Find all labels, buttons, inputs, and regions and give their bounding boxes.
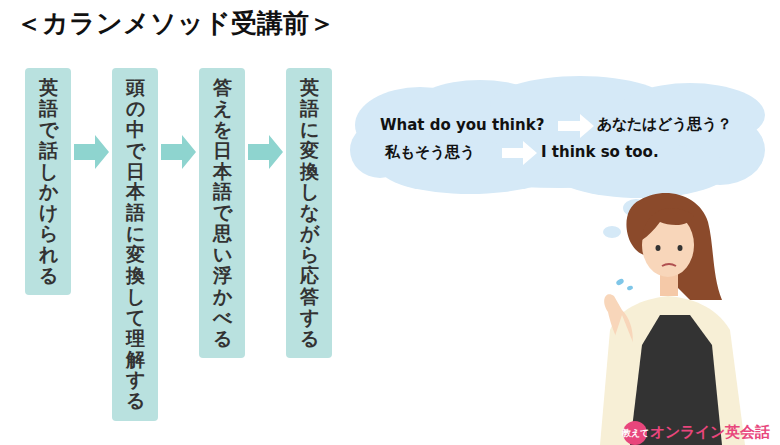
process-box: 頭の中で日本語に変換して理解する xyxy=(112,68,158,421)
process-box: 英語で話しかけられる xyxy=(25,68,71,295)
step-text: 英語に変換しながら応答する xyxy=(300,77,319,349)
speech-text: 私もそう思う xyxy=(385,143,475,162)
process-box: 答えを日本語で思い浮かべる xyxy=(199,68,245,358)
flow-arrow xyxy=(161,135,196,169)
step-text: 答えを日本語で思い浮かべる xyxy=(213,77,232,349)
watermark: オンライン英会話 xyxy=(650,423,770,442)
flow-arrow xyxy=(248,135,283,169)
title: ＜カランメソッド受講前＞ xyxy=(16,6,335,41)
watermark-logo xyxy=(623,421,647,445)
speech-text: What do you think? xyxy=(380,116,544,134)
speech-text: あなたはどう思う？ xyxy=(597,115,732,134)
step-text: 英語で話しかけられる xyxy=(39,77,58,286)
step-text: 頭の中で日本語に変換して理解する xyxy=(126,77,145,411)
woman-figure xyxy=(600,193,745,445)
watermark: 教えて xyxy=(622,423,648,443)
process-box: 英語に変換しながら応答する xyxy=(286,68,332,358)
flow-arrow xyxy=(74,135,109,169)
speech-text: I think so too. xyxy=(541,143,659,161)
thought-bubble-box: What do you think? あなたはどう思う？ 私もそう思う I think… xyxy=(360,96,765,186)
